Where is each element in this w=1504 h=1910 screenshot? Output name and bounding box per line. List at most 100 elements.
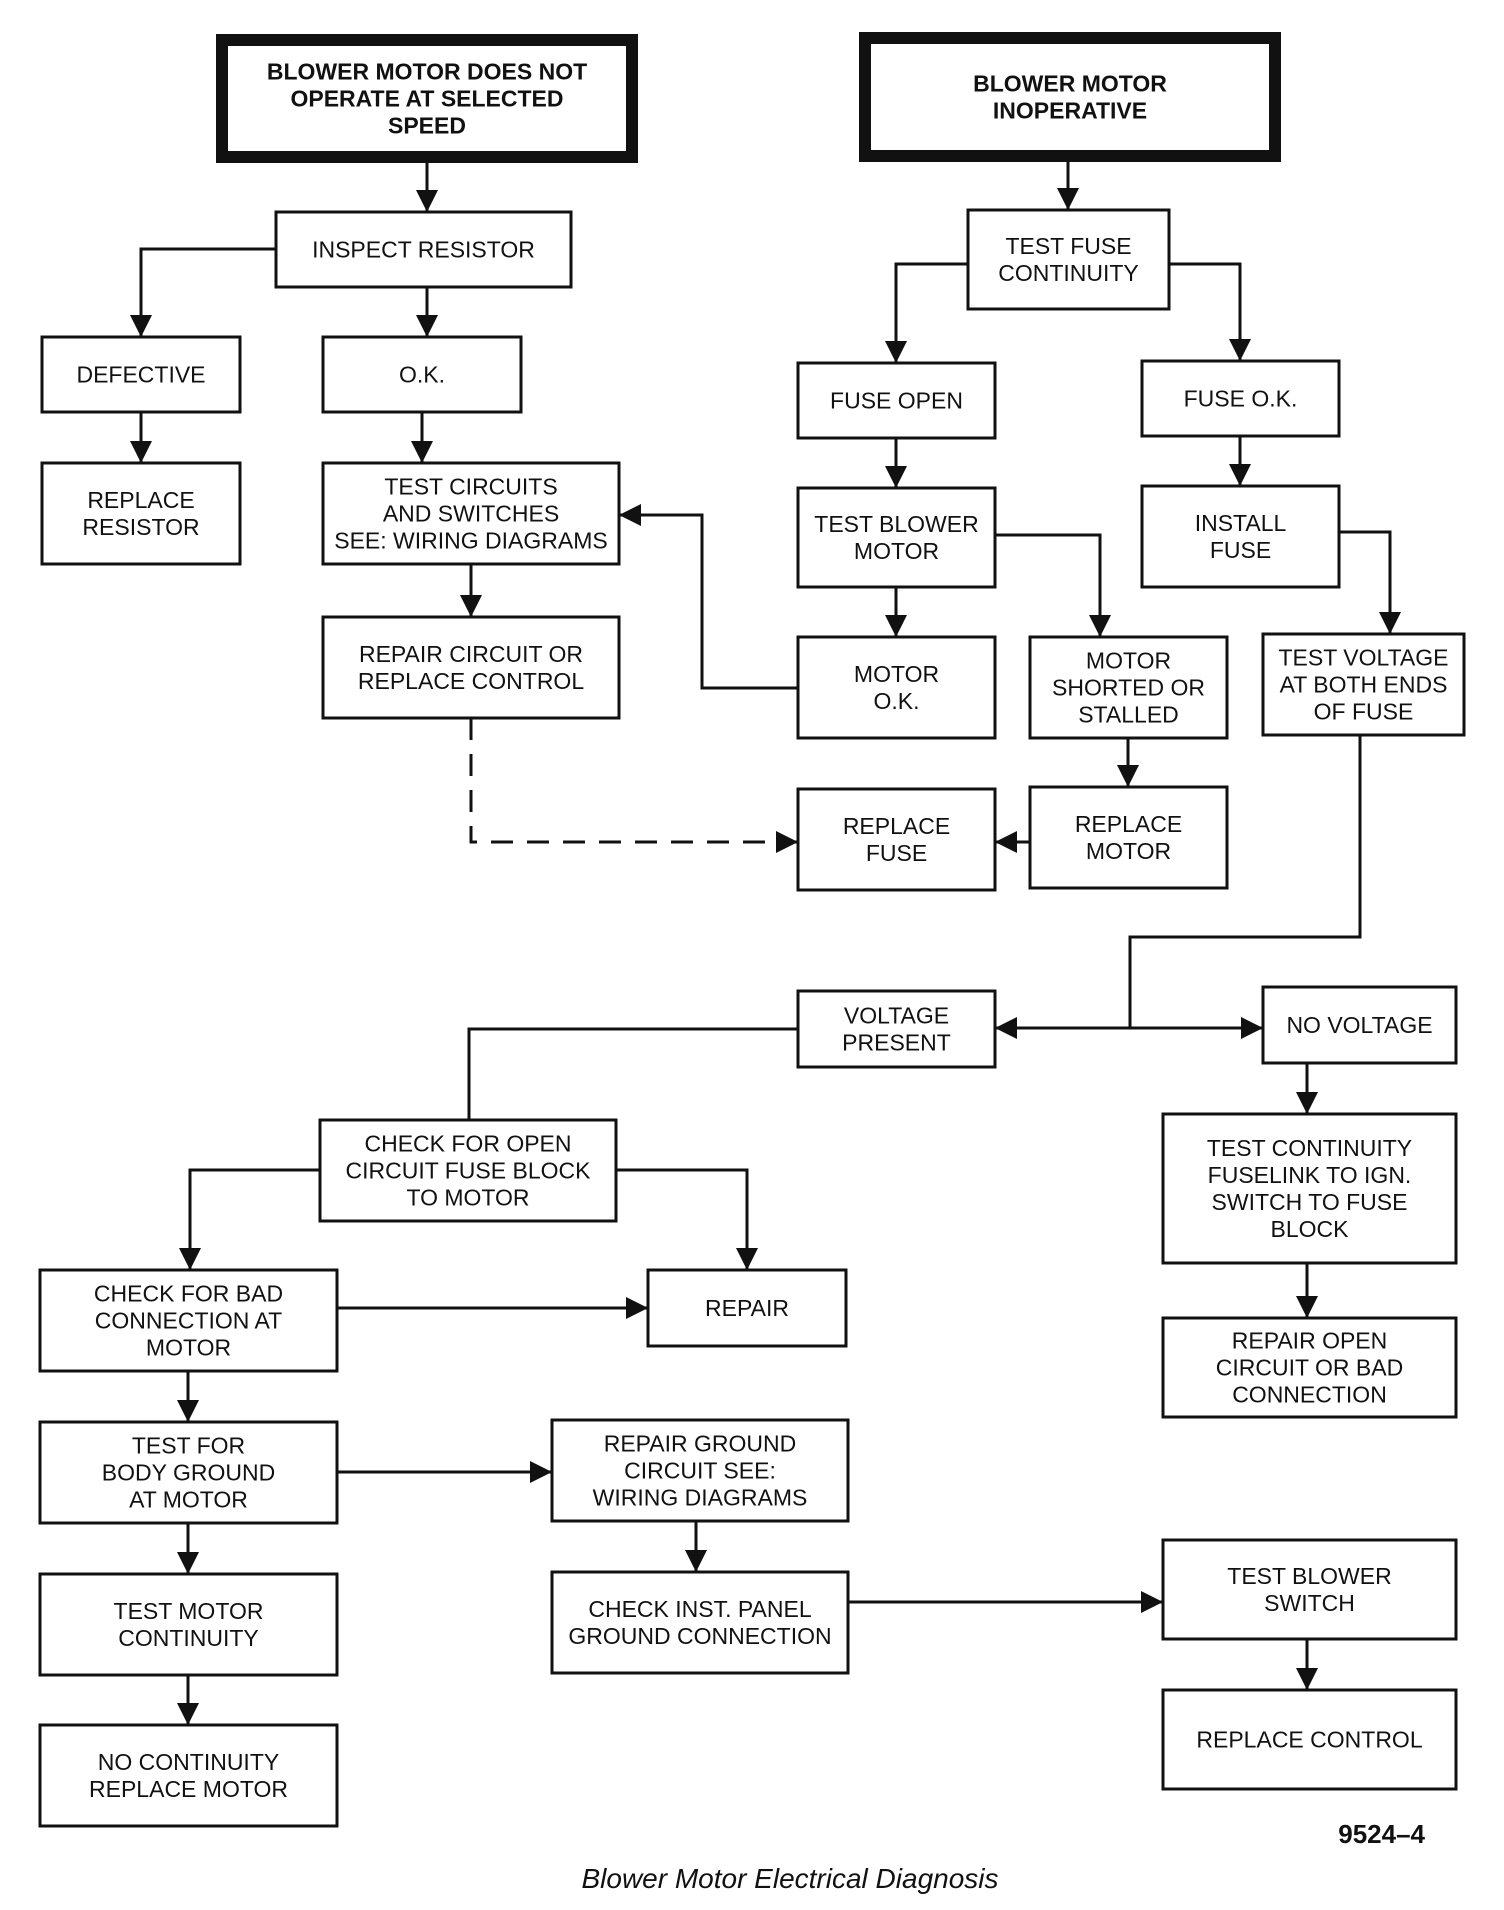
node-label: CIRCUIT FUSE BLOCK <box>346 1158 592 1184</box>
node-box <box>1028 635 1229 740</box>
arrow-head <box>685 1550 707 1572</box>
node-label: MOTOR <box>854 661 939 687</box>
arrow-head <box>1296 1296 1318 1318</box>
node-label: TEST MOTOR <box>114 1598 264 1624</box>
node-box <box>40 335 242 414</box>
node-label: CONTINUITY <box>118 1625 259 1651</box>
connector-line <box>619 513 798 690</box>
node-label: REPLACE <box>843 813 950 839</box>
node-label: BODY GROUND <box>102 1460 275 1486</box>
arrow-head <box>460 595 482 617</box>
node-label: CHECK INST. PANEL <box>588 1596 811 1622</box>
node-label: CONNECTION <box>1232 1382 1387 1408</box>
connectors <box>130 162 1401 1725</box>
arrow-head <box>416 315 438 337</box>
connector-line <box>188 1168 320 1270</box>
node-label: STALLED <box>1078 702 1179 728</box>
node-label: CHECK FOR OPEN <box>364 1131 571 1157</box>
figure-caption: Blower Motor Electrical Diagnosis <box>581 1863 998 1894</box>
connector-line <box>1128 735 1362 1028</box>
connector-line <box>1169 262 1242 361</box>
node-label: INOPERATIVE <box>993 98 1147 124</box>
arrow-head <box>1296 1668 1318 1690</box>
node-label: REPAIR <box>705 1295 789 1321</box>
node-label: TEST FOR <box>132 1433 245 1459</box>
flow-node: DEFECTIVE <box>40 335 242 414</box>
arrow-head <box>1241 1017 1263 1039</box>
node-box <box>796 361 997 440</box>
node-label: TEST BLOWER <box>1227 1563 1391 1589</box>
arrow-head <box>177 1703 199 1725</box>
node-label: GROUND CONNECTION <box>568 1623 831 1649</box>
node-label: VOLTAGE <box>844 1003 949 1029</box>
node-label: BLOWER MOTOR <box>973 71 1167 97</box>
node-label: BLOCK <box>1271 1216 1350 1242</box>
node-box <box>1261 985 1458 1065</box>
connector-line <box>995 533 1102 637</box>
node-label: FUSE <box>1210 537 1271 563</box>
node-box <box>40 461 242 566</box>
node-label: RESISTOR <box>82 514 199 540</box>
node-label: MOTOR <box>146 1335 231 1361</box>
node-label: REPLACE MOTOR <box>89 1776 288 1802</box>
node-label: O.K. <box>399 362 445 388</box>
node-label: FUSE <box>866 840 927 866</box>
arrow-head <box>1141 1591 1163 1613</box>
node-label: WIRING DIAGRAMS <box>593 1485 808 1511</box>
arrow-head <box>411 441 433 463</box>
node-box <box>1140 359 1341 438</box>
node-box <box>1161 1688 1458 1791</box>
flow-node: O.K. <box>321 335 523 414</box>
arrow-head <box>1117 765 1139 787</box>
node-label: TEST CONTINUITY <box>1207 1135 1412 1161</box>
node-box <box>1161 1538 1458 1641</box>
dashed-connector <box>469 718 798 844</box>
node-label: DEFECTIVE <box>76 362 205 388</box>
node-label: AND SWITCHES <box>383 501 559 527</box>
node-label: REPAIR CIRCUIT OR <box>359 641 583 667</box>
node-box <box>1161 1316 1458 1419</box>
node-label: INSPECT RESISTOR <box>312 237 535 263</box>
node-box <box>38 1723 339 1828</box>
arrow-head <box>416 190 438 212</box>
node-label: PRESENT <box>842 1030 951 1056</box>
node-label: INSTALL <box>1195 510 1287 536</box>
node-label: MOTOR <box>854 538 939 564</box>
node-label: AT MOTOR <box>129 1487 248 1513</box>
node-box <box>38 1268 339 1373</box>
node-box <box>550 1570 850 1675</box>
node-box <box>1261 632 1466 737</box>
flow-node: FUSE O.K. <box>1140 359 1341 438</box>
arrow-head <box>177 1400 199 1422</box>
node-label: TEST CIRCUITS <box>384 474 557 500</box>
flow-node: REPAIR <box>646 1268 848 1348</box>
arrow-head <box>776 831 798 853</box>
node-box <box>321 335 523 414</box>
figure-number: 9524–4 <box>1338 1819 1425 1849</box>
node-label: BLOWER MOTOR DOES NOT <box>267 59 587 85</box>
node-label: REPLACE CONTROL <box>1196 1727 1422 1753</box>
node-label: CIRCUIT OR BAD <box>1216 1355 1403 1381</box>
node-label: NO CONTINUITY <box>98 1749 279 1775</box>
arrow-head <box>995 831 1017 853</box>
node-label: NO VOLTAGE <box>1286 1012 1432 1038</box>
arrow-head <box>619 504 641 526</box>
arrow-head <box>1057 188 1079 210</box>
node-label: O.K. <box>873 688 919 714</box>
node-label: REPAIR GROUND <box>604 1431 797 1457</box>
node-label: SPEED <box>388 113 466 139</box>
